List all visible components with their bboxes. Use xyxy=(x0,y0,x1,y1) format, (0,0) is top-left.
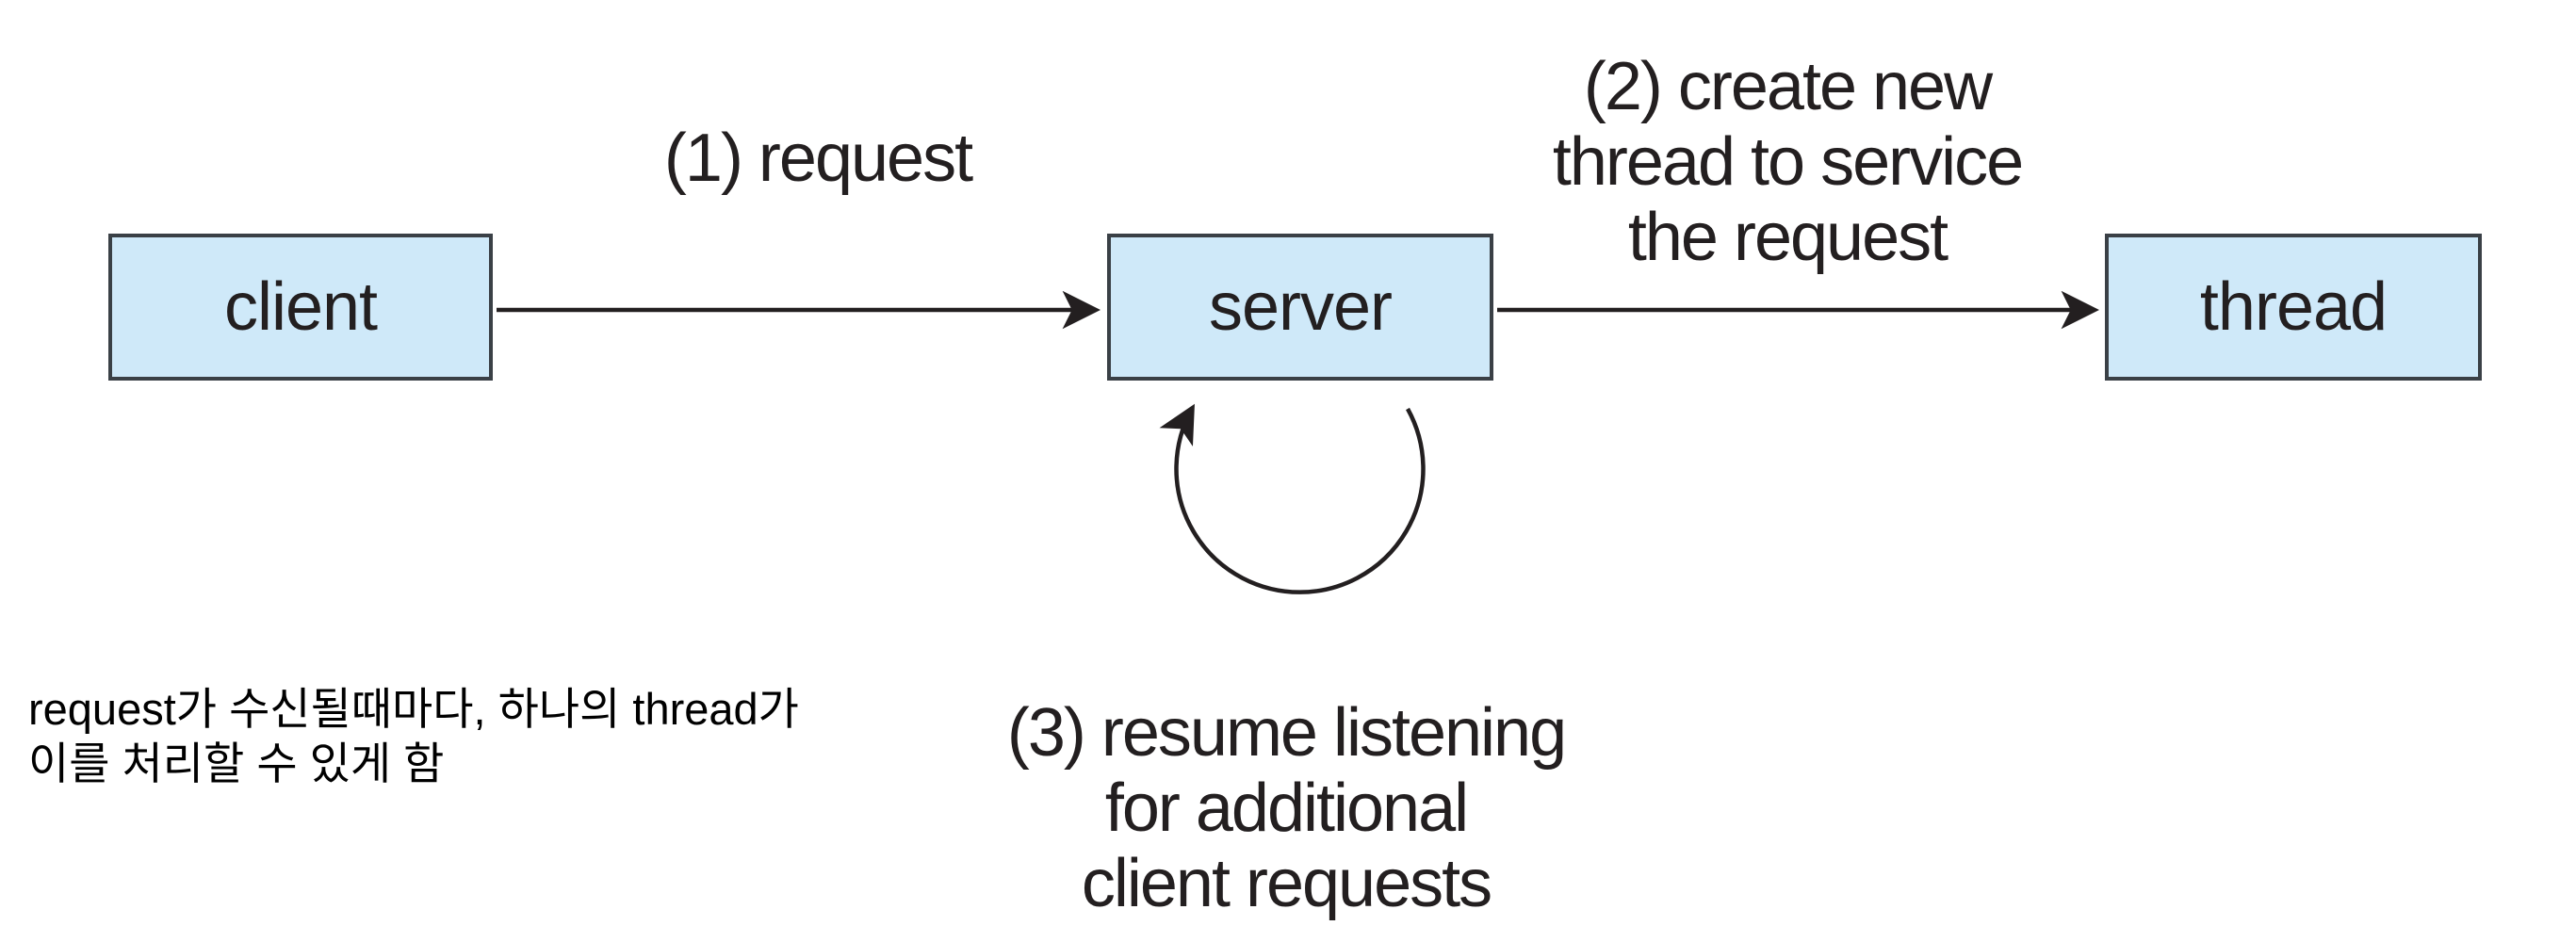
step1-label-line: (1) request xyxy=(663,121,973,196)
step2-label-line: (2) create new xyxy=(1583,49,1993,124)
korean-note-line: 이를 처리할 수 있게 함 xyxy=(28,739,445,788)
step2-label-line: the request xyxy=(1627,200,1948,275)
step1-request-label: (1) request xyxy=(516,121,1119,196)
client-box: client xyxy=(108,234,493,381)
korean-note-line: request가 수신될때마다, 하나의 thread가 xyxy=(28,684,799,734)
server-box: server xyxy=(1107,234,1493,381)
step3-resume-listening-label: (3) resume listening for additional clie… xyxy=(985,695,1588,921)
step3-label-line: client requests xyxy=(1081,846,1492,921)
thread-box-label: thread xyxy=(2199,269,2388,345)
step3-label-line: for additional xyxy=(1104,771,1469,846)
server-box-label: server xyxy=(1208,269,1393,345)
korean-note: request가 수신될때마다, 하나의 thread가 이를 처리할 수 있게… xyxy=(28,682,799,791)
step2-create-thread-label: (2) create new thread to service the req… xyxy=(1486,49,2089,275)
resume-loop-arrow xyxy=(1159,403,1426,594)
client-box-label: client xyxy=(223,269,378,345)
thread-box: thread xyxy=(2105,234,2482,381)
step2-label-line: thread to service xyxy=(1552,124,2024,200)
step3-label-line: (3) resume listening xyxy=(1006,695,1567,771)
